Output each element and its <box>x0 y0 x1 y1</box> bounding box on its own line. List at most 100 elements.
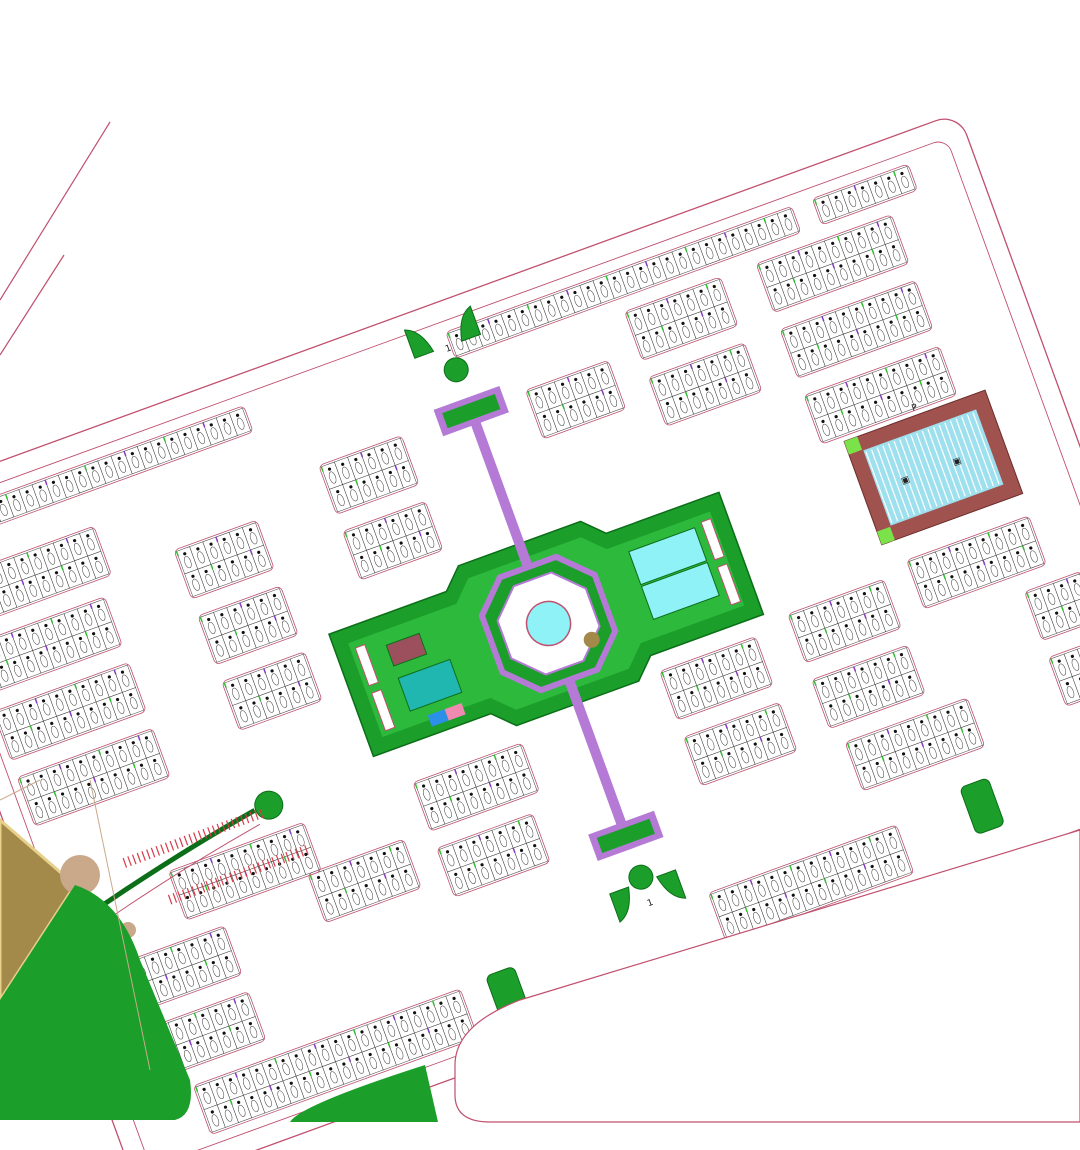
lot-driveway <box>906 367 914 380</box>
lot-divider-tick <box>449 796 453 802</box>
lot-marker <box>857 619 862 623</box>
lot-marker <box>747 644 752 648</box>
lot-driveway <box>800 282 809 295</box>
lot-marker <box>34 801 38 806</box>
central-walkways: 1 1 <box>254 343 664 909</box>
lot-driveway <box>160 984 168 997</box>
court-stripe <box>927 428 955 501</box>
lot-driveway <box>40 655 48 668</box>
lot-driveway <box>116 701 125 714</box>
lot-driveway <box>352 892 360 905</box>
lot-marker <box>224 956 229 960</box>
lot-driveway <box>395 1047 404 1060</box>
lot-driveway <box>297 834 305 847</box>
lot-marker <box>336 490 340 494</box>
lot-marker <box>701 761 705 765</box>
lot-driveway <box>356 1061 364 1074</box>
lot-marker <box>305 682 309 686</box>
lot-driveway <box>909 679 917 692</box>
lot-divider-tick <box>561 404 565 410</box>
lot-divider-tick <box>848 693 852 700</box>
lot-marker <box>805 638 809 642</box>
lot-driveway <box>305 686 314 699</box>
lot-marker <box>863 330 867 334</box>
lot-marker <box>341 462 345 466</box>
lot-block-west-4 <box>18 729 170 826</box>
lot-marker <box>239 706 243 710</box>
fence-post <box>290 850 295 861</box>
lot-marker <box>976 565 980 569</box>
court-marker-a: ▣ <box>900 475 911 487</box>
lot-driveway <box>856 698 864 711</box>
lot-driveway <box>413 540 422 553</box>
lot <box>394 460 417 489</box>
lot-marker <box>390 874 395 878</box>
lot-driveway <box>977 569 986 582</box>
lot-marker <box>50 721 54 726</box>
lot-driveway <box>876 841 884 854</box>
lot-driveway <box>344 870 352 883</box>
lot-driveway <box>759 719 768 732</box>
fence-post <box>174 839 179 849</box>
lot-driveway <box>268 625 277 638</box>
lot-marker <box>92 755 96 759</box>
bench-strip-sw <box>371 689 396 732</box>
lot-marker <box>625 271 630 275</box>
lot-driveway <box>924 588 933 601</box>
lot-divider-tick <box>355 479 359 485</box>
lot-divider-tick <box>517 820 521 826</box>
lot-driveway <box>462 774 470 787</box>
lot-driveway <box>711 364 719 377</box>
lot-divider-tick <box>4 494 9 500</box>
lot-block-west-3 <box>0 663 146 760</box>
lot-driveway <box>392 522 400 535</box>
lot-driveway <box>845 241 853 254</box>
lot-marker <box>894 293 898 297</box>
lot-divider-tick <box>871 249 875 255</box>
lot-block-outline <box>804 347 957 444</box>
lot-marker <box>343 866 347 870</box>
lot-marker <box>362 480 366 484</box>
lot-block-outline <box>198 586 298 664</box>
lot-divider-tick <box>892 170 897 177</box>
lot-block-east-3 <box>660 637 773 720</box>
lot-marker <box>678 252 682 256</box>
lot-marker <box>233 608 237 612</box>
lot-marker <box>222 537 226 541</box>
lot-marker <box>204 569 208 574</box>
lot-driveway <box>119 749 127 762</box>
lot-marker <box>117 456 121 460</box>
lot-driveway <box>863 846 871 859</box>
lot-marker <box>994 533 998 537</box>
lot-marker <box>875 761 879 766</box>
fence-post <box>216 823 222 834</box>
lot-marker <box>240 999 244 1003</box>
lot-marker <box>981 538 985 542</box>
lot-driveway <box>956 551 964 564</box>
lot-marker <box>183 1045 187 1050</box>
lot-driveway <box>735 653 744 666</box>
lot-driveway <box>600 285 609 298</box>
lot-driveway <box>626 275 635 288</box>
lot-driveway <box>260 602 269 615</box>
lot-divider-tick <box>960 727 964 733</box>
walkway-north <box>466 410 533 569</box>
lot-marker <box>771 710 775 714</box>
lot-driveway <box>210 546 218 559</box>
lot-driveway <box>144 451 153 464</box>
lot-driveway <box>131 456 140 469</box>
lot-block-north-east-2 <box>649 343 762 426</box>
lot-marker <box>91 466 95 470</box>
lot-driveway <box>901 395 909 408</box>
lot-divider-tick <box>34 698 38 704</box>
lot-block-south-edge <box>194 989 477 1134</box>
lot-marker <box>844 624 848 628</box>
fence-post <box>285 851 290 862</box>
lot-divider-tick <box>349 860 353 866</box>
lot-marker <box>868 689 872 694</box>
lot-marker <box>810 611 814 615</box>
lot-driveway <box>779 265 787 277</box>
lot-divider-tick <box>44 479 48 485</box>
lot-driveway <box>151 961 160 974</box>
lot-driveway <box>53 650 61 663</box>
